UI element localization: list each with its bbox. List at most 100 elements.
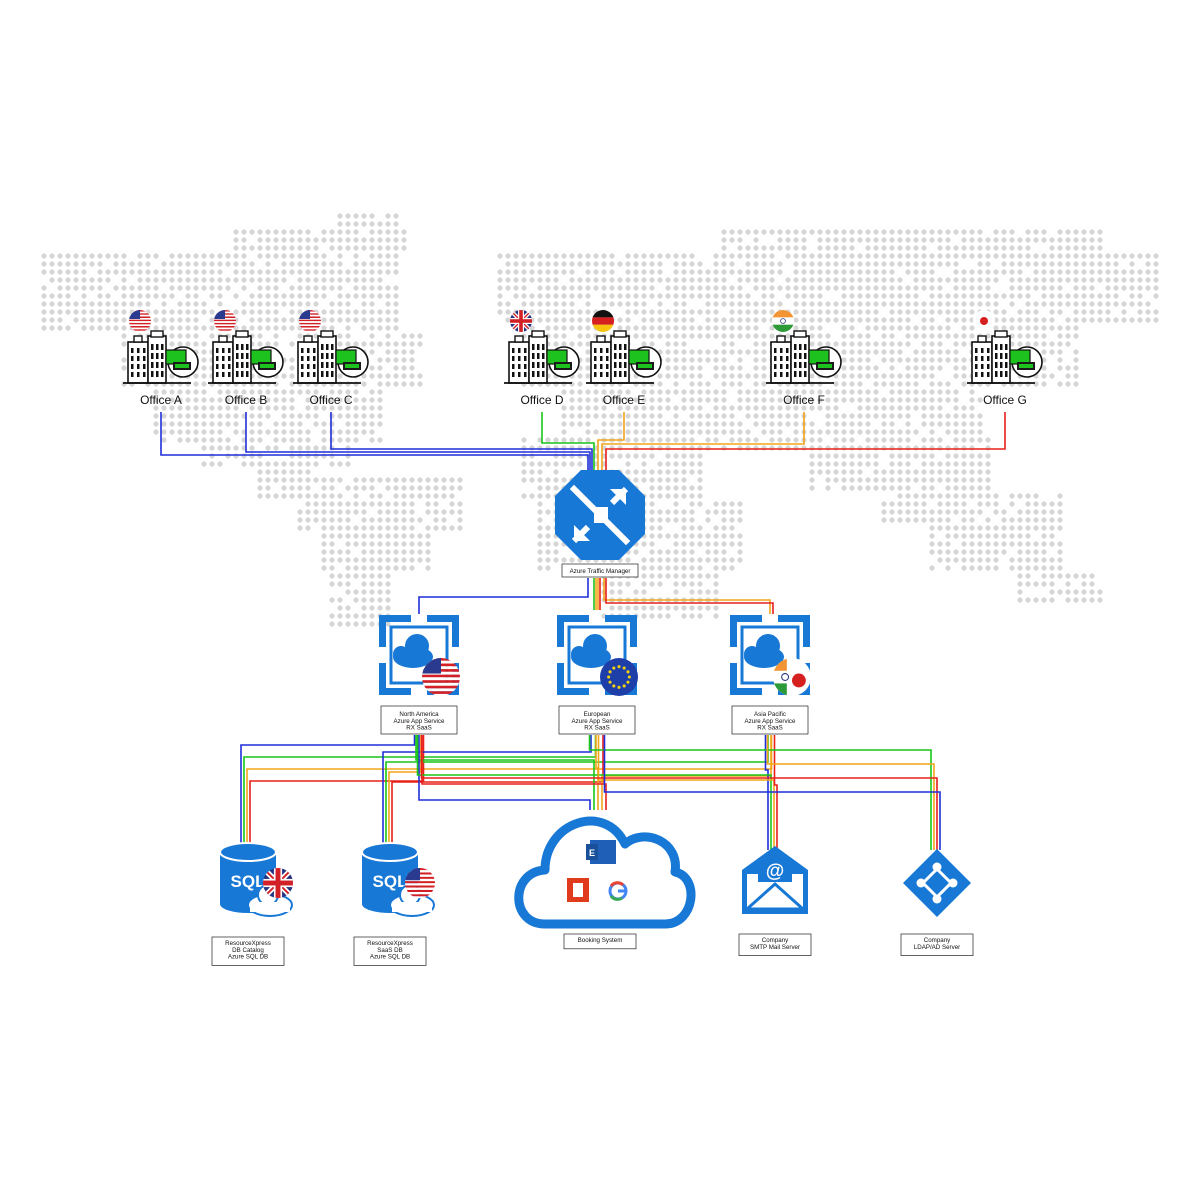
map-dot [1153,317,1159,323]
map-dot [441,493,447,499]
map-dot [817,469,823,475]
map-dot [633,421,639,427]
map-dot [1073,317,1079,323]
map-dot [105,309,111,315]
map-dot [929,333,935,339]
map-dot [977,397,983,403]
map-dot [1145,317,1151,323]
map-dot [361,341,367,347]
map-dot [369,277,375,283]
map-dot [377,221,383,227]
map-dot [681,493,687,499]
map-dot [921,389,927,395]
map-dot [793,429,799,435]
map-dot [865,461,871,467]
map-dot [897,229,903,235]
map-dot [729,285,735,291]
office-c[interactable]: Office C [293,310,369,407]
map-dot [57,301,63,307]
map-dot [577,293,583,299]
map-dot [1001,269,1007,275]
map-dot [713,557,719,563]
office-a[interactable]: Office A [123,310,199,407]
map-dot [681,509,687,515]
map-dot [385,597,391,603]
map-dot [921,285,927,291]
map-dot [193,437,199,443]
map-dot [969,413,975,419]
map-dot [737,533,743,539]
map-dot [673,301,679,307]
map-dot [681,605,687,611]
map-dot [1041,317,1047,323]
map-dot [753,285,759,291]
flag-uk-icon [262,867,294,899]
map-dot [673,437,679,443]
map-dot [1049,261,1055,267]
map-dot [161,413,167,419]
traffic-manager-node[interactable]: Azure Traffic Manager [555,470,645,578]
map-dot [681,573,687,579]
map-dot [1129,285,1135,291]
map-dot [353,485,359,491]
map-dot [209,397,215,403]
map-dot [289,477,295,483]
map-dot [969,533,975,539]
map-dot [673,421,679,427]
map-dot [625,277,631,283]
office-e[interactable]: Office E [586,310,662,407]
map-dot [281,389,287,395]
map-dot [705,349,711,355]
map-dot [545,509,551,515]
office-b[interactable]: Office B [208,310,284,407]
map-dot [841,333,847,339]
map-dot [817,253,823,259]
map-dot [737,309,743,315]
map-dot [225,405,231,411]
map-dot [289,405,295,411]
map-dot [81,301,87,307]
map-dot [833,469,839,475]
map-dot [1017,309,1023,315]
map-dot [593,397,599,403]
map-dot [625,405,631,411]
map-dot [945,301,951,307]
map-dot [953,357,959,363]
office-building-icon [967,330,1043,384]
app-service-label-line: Azure App Service [745,718,796,725]
map-dot [1049,317,1055,323]
map-dot [529,269,535,275]
map-dot [513,261,519,267]
office-g[interactable]: Office G [967,310,1043,407]
map-dot [353,533,359,539]
office-f[interactable]: Office F [766,310,842,407]
map-dot [817,245,823,251]
map-dot [1033,261,1039,267]
map-dot [857,381,863,387]
map-dot [753,301,759,307]
map-dot [801,445,807,451]
map-dot [281,301,287,307]
map-dot [649,397,655,403]
office-d[interactable]: Office D [504,310,580,407]
map-dot [969,253,975,259]
map-dot [89,261,95,267]
map-dot [1121,309,1127,315]
map-dot [873,237,879,243]
map-dot [153,325,159,331]
map-dot [705,533,711,539]
map-dot [1097,301,1103,307]
map-dot [417,333,423,339]
map-dot [233,405,239,411]
map-dot [753,245,759,251]
map-dot [889,245,895,251]
map-dot [761,309,767,315]
